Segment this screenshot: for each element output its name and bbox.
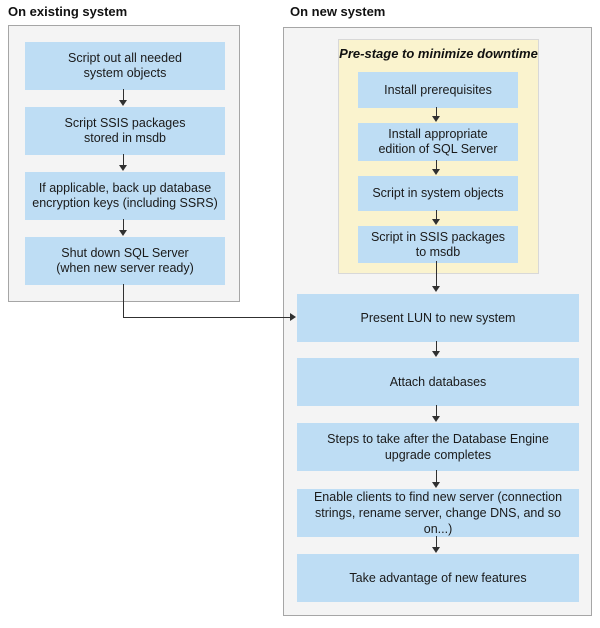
down-arrow xyxy=(119,219,128,236)
elbow-connector-horizontal xyxy=(123,316,290,318)
step-script-in-system-objects: Script in system objects xyxy=(358,176,518,211)
down-arrow xyxy=(119,89,128,106)
step-present-lun: Present LUN to new system xyxy=(297,294,579,342)
down-arrow xyxy=(119,154,128,171)
step-shut-down-sql-server: Shut down SQL Server (when new server re… xyxy=(25,237,225,285)
prestage-group-box: Pre-stage to minimize downtime Install p… xyxy=(338,39,539,274)
new-system-panel: Pre-stage to minimize downtime Install p… xyxy=(283,27,592,616)
down-arrow xyxy=(432,536,441,553)
step-script-out-system-objects: Script out all needed system objects xyxy=(25,42,225,90)
step-attach-databases: Attach databases xyxy=(297,358,579,406)
step-install-prerequisites: Install prerequisites xyxy=(358,72,518,108)
step-script-in-ssis-packages: Script in SSIS packages to msdb xyxy=(358,226,518,263)
step-take-advantage-new-features: Take advantage of new features xyxy=(297,554,579,602)
existing-system-panel: Script out all needed system objects Scr… xyxy=(8,25,240,302)
down-arrow xyxy=(432,210,441,225)
elbow-connector-arrowhead-icon xyxy=(290,312,296,321)
down-arrow xyxy=(432,341,441,357)
step-post-upgrade-steps: Steps to take after the Database Engine … xyxy=(297,423,579,471)
existing-system-header: On existing system xyxy=(8,4,128,19)
step-install-sql-server-edition: Install appropriate edition of SQL Serve… xyxy=(358,123,518,161)
step-script-ssis-packages: Script SSIS packages stored in msdb xyxy=(25,107,225,155)
step-backup-encryption-keys: If applicable, back up database encrypti… xyxy=(25,172,225,220)
step-enable-clients: Enable clients to find new server (conne… xyxy=(297,489,579,537)
down-arrow xyxy=(432,470,441,488)
elbow-connector-vertical xyxy=(123,284,125,318)
down-arrow xyxy=(432,261,441,292)
new-system-header: On new system xyxy=(290,4,386,19)
down-arrow xyxy=(432,160,441,175)
down-arrow xyxy=(432,107,441,122)
prestage-title: Pre-stage to minimize downtime xyxy=(339,46,538,61)
down-arrow xyxy=(432,405,441,422)
